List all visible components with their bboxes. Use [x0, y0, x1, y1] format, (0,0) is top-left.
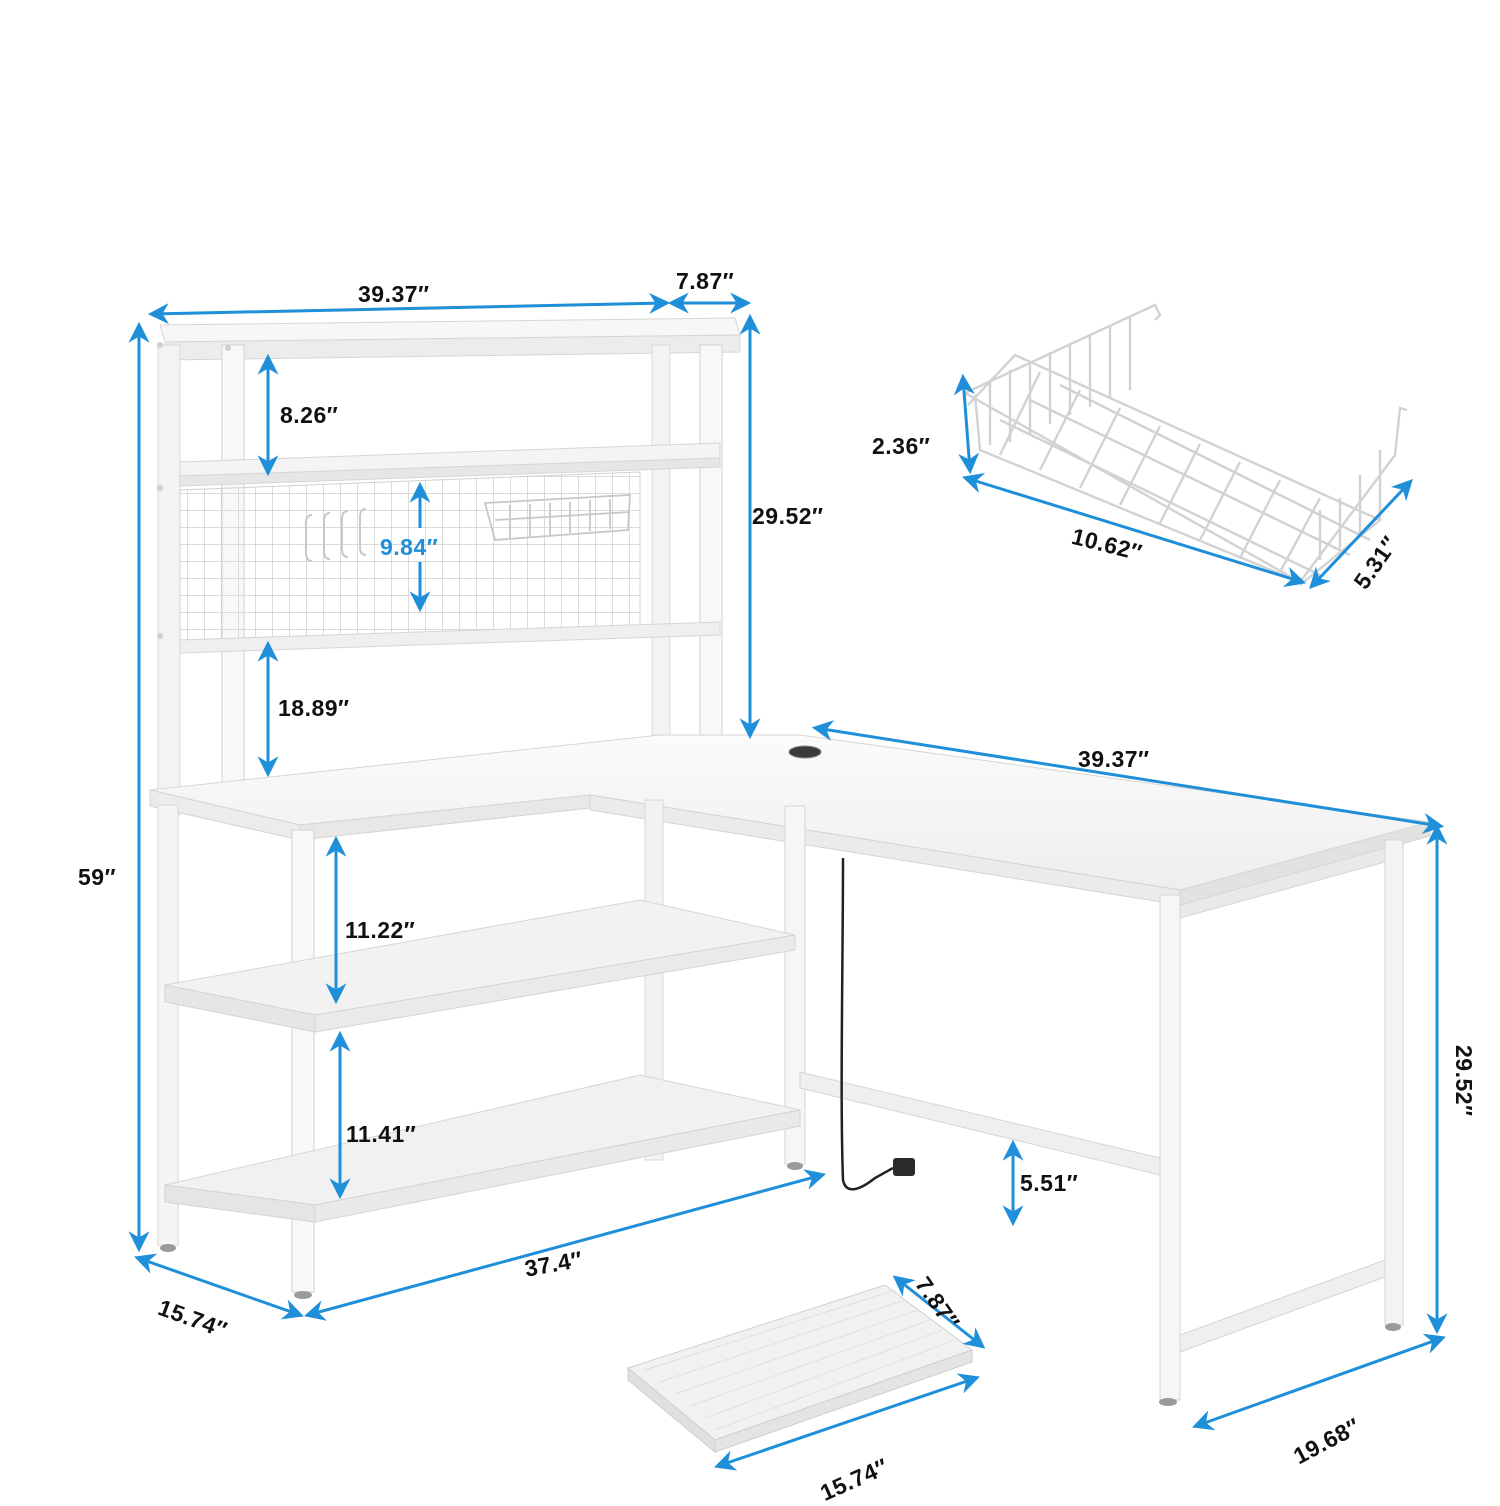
- upper-shelf-gap-label: 11.22″: [345, 917, 416, 943]
- hutch: [157, 317, 741, 816]
- overall-height-label: 59″: [78, 864, 117, 890]
- s-hook-icon: [305, 508, 367, 562]
- desk-length-label: 39.37″: [1078, 746, 1150, 772]
- hutch-height-label: 29.52″: [752, 503, 824, 529]
- lower-shelf-gap-label: 11.41″: [346, 1121, 417, 1147]
- basket-height-label: 2.36″: [872, 433, 931, 459]
- top-shelf-gap-label: 8.26″: [280, 402, 339, 428]
- power-cable: [840, 857, 894, 1191]
- main-desk-frame: [799, 839, 1404, 1406]
- dimension-arrows: [128, 292, 1448, 1471]
- cable-grommet-icon: [788, 745, 822, 759]
- power-outlet-icon: [893, 1158, 915, 1176]
- side-shelf-unit: [157, 799, 806, 1299]
- hutch-depth-label: 7.87″: [676, 268, 735, 294]
- footrest: [626, 1284, 974, 1454]
- pegboard-basket: [483, 494, 631, 541]
- crossbar-clearance-label: 5.51″: [1020, 1170, 1079, 1196]
- hutch-lower-gap-label: 18.89″: [278, 695, 350, 721]
- wire-basket: [964, 303, 1408, 586]
- pegboard-height-label: 9.84″: [380, 534, 439, 560]
- desk-height-label: 29.52″: [1451, 1045, 1477, 1117]
- hutch-width-label: 39.37″: [358, 281, 430, 307]
